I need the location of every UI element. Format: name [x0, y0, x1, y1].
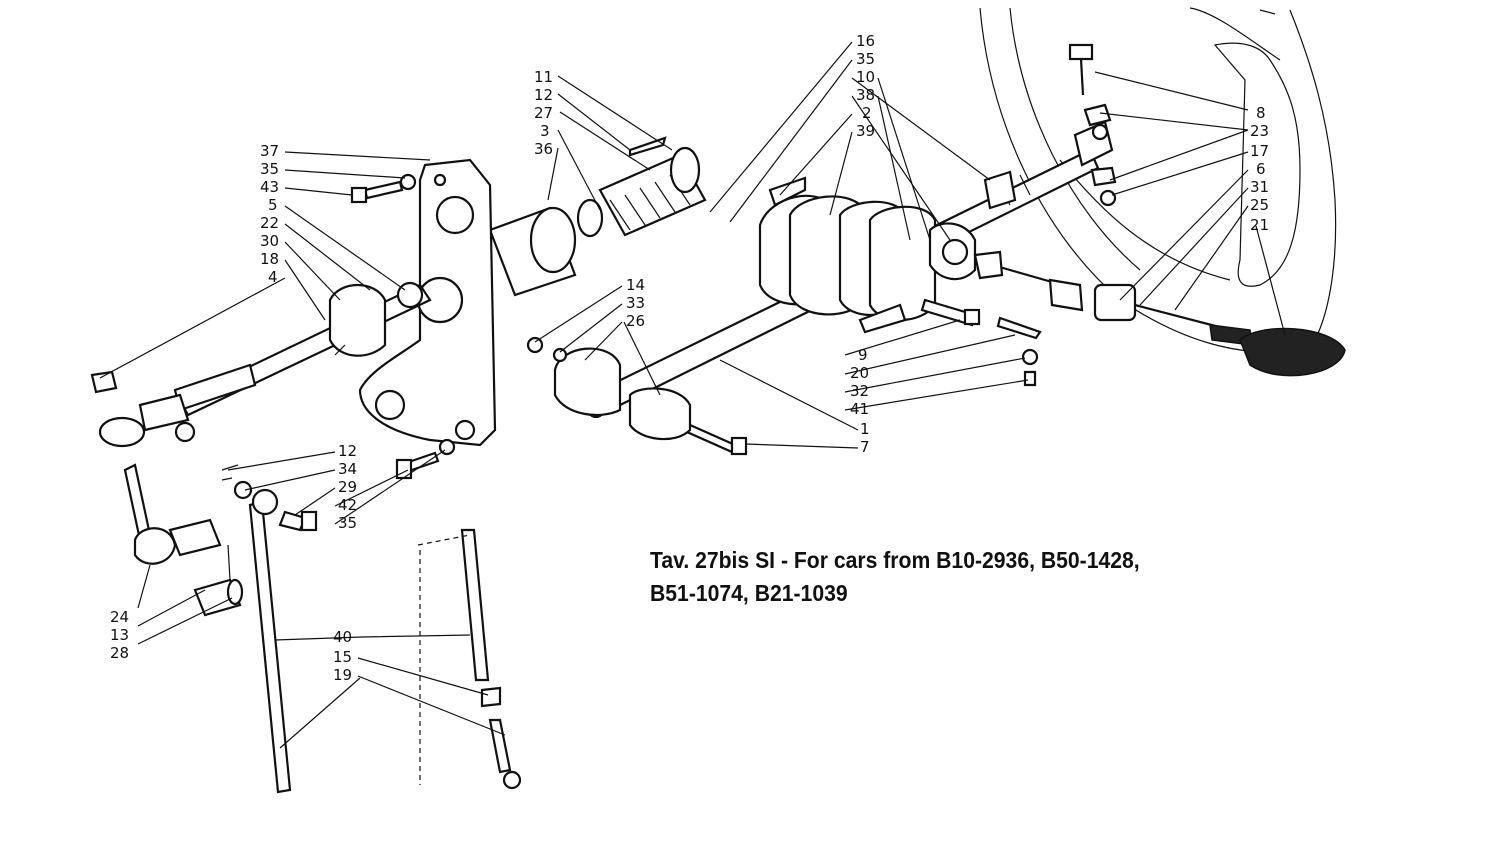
- callout-label: 30: [260, 232, 279, 250]
- callout-label: 2: [862, 104, 872, 122]
- washer-32: [1021, 348, 1039, 387]
- callout-label: 27: [534, 104, 553, 122]
- callout-label: 12: [534, 86, 553, 104]
- callout-label: 13: [110, 626, 129, 644]
- callout-label: 35: [856, 50, 875, 68]
- column-clamp-assembly: [758, 170, 1017, 334]
- callout-label: 38: [856, 86, 875, 104]
- callout-label: 17: [1250, 142, 1269, 160]
- callout-label: 4: [268, 268, 278, 286]
- callouts-g8: 24 13 28: [110, 608, 129, 662]
- leader-lines: [99, 41, 1286, 749]
- callout-label: 21: [1250, 216, 1269, 234]
- bolt-7: [685, 423, 748, 456]
- callout-label: 37: [260, 142, 279, 160]
- bushing-13: [193, 578, 244, 617]
- callout-label: 23: [1250, 122, 1269, 140]
- callout-label: 14: [626, 276, 645, 294]
- callout-label: 6: [1256, 160, 1266, 178]
- callout-label: 8: [1256, 104, 1266, 122]
- callout-label: 36: [534, 140, 553, 158]
- callout-label: 22: [260, 214, 279, 232]
- callout-label: 12: [338, 442, 357, 460]
- callout-label: 43: [260, 178, 279, 196]
- callouts-g3: 37 35 43 5 22 30 18 4: [260, 142, 279, 286]
- callouts-g9: 40 15 19: [333, 628, 352, 684]
- callout-label: 33: [626, 294, 645, 312]
- callouts-g2: 16 35 10 38 2 39: [856, 32, 875, 140]
- bolt-42: [395, 438, 456, 480]
- long-rod: [221, 464, 318, 794]
- nut-23: [1083, 103, 1117, 207]
- callouts-g6: 9 20 32 41 1 7: [850, 346, 870, 456]
- callout-label: 41: [850, 400, 869, 418]
- bolt-9: [920, 298, 981, 327]
- callout-label: 10: [856, 68, 875, 86]
- callouts-g1: 11 12 27 3 36: [534, 68, 553, 158]
- callout-label: 5: [268, 196, 278, 214]
- caption-line-1: Tav. 27bis SI - For cars from B10-2936, …: [650, 547, 1140, 573]
- callouts-g5: 8 23 17 6 31 25 21: [1250, 104, 1269, 234]
- callout-label: 31: [1250, 178, 1269, 196]
- tube-clamp-26: [526, 336, 692, 441]
- callout-label: 19: [333, 666, 352, 684]
- callout-label: 24: [110, 608, 129, 626]
- callout-label: 18: [260, 250, 279, 268]
- pin-20: [996, 316, 1042, 340]
- callout-label: 7: [860, 438, 870, 456]
- spring-and-bushings: [488, 136, 707, 297]
- shift-lever-24: [123, 463, 231, 581]
- bolt-8: [1068, 43, 1094, 96]
- bolt-43: [350, 173, 417, 204]
- callout-label: 15: [333, 648, 352, 666]
- callout-label: 40: [333, 628, 352, 646]
- callout-label: 29: [338, 478, 357, 496]
- callout-label: 9: [858, 346, 868, 364]
- callout-label: 11: [534, 68, 553, 86]
- callout-label: 26: [626, 312, 645, 330]
- vertical-rod-40: [417, 528, 522, 790]
- callout-label: 16: [856, 32, 875, 50]
- callout-label: 28: [110, 644, 129, 662]
- callout-label: 35: [338, 514, 357, 532]
- callout-label: 1: [860, 420, 870, 438]
- callout-label: 34: [338, 460, 357, 478]
- callouts-g7: 12 34 29 42 35: [338, 442, 357, 532]
- left-shaft: [90, 281, 432, 448]
- callout-label: 35: [260, 160, 279, 178]
- callout-label: 32: [850, 382, 869, 400]
- callout-label: 42: [338, 496, 357, 514]
- callout-label: 39: [856, 122, 875, 140]
- callouts-g4: 14 33 26: [626, 276, 645, 330]
- diagram-caption: Tav. 27bis SI - For cars from B10-2936, …: [650, 544, 1294, 610]
- callout-label: 25: [1250, 196, 1269, 214]
- mounting-bracket: [358, 158, 497, 447]
- callout-label: 20: [850, 364, 869, 382]
- caption-line-2: B51-1074, B21-1039: [650, 580, 848, 606]
- adjuster-rod: [973, 250, 1346, 377]
- callout-label: 3: [540, 122, 550, 140]
